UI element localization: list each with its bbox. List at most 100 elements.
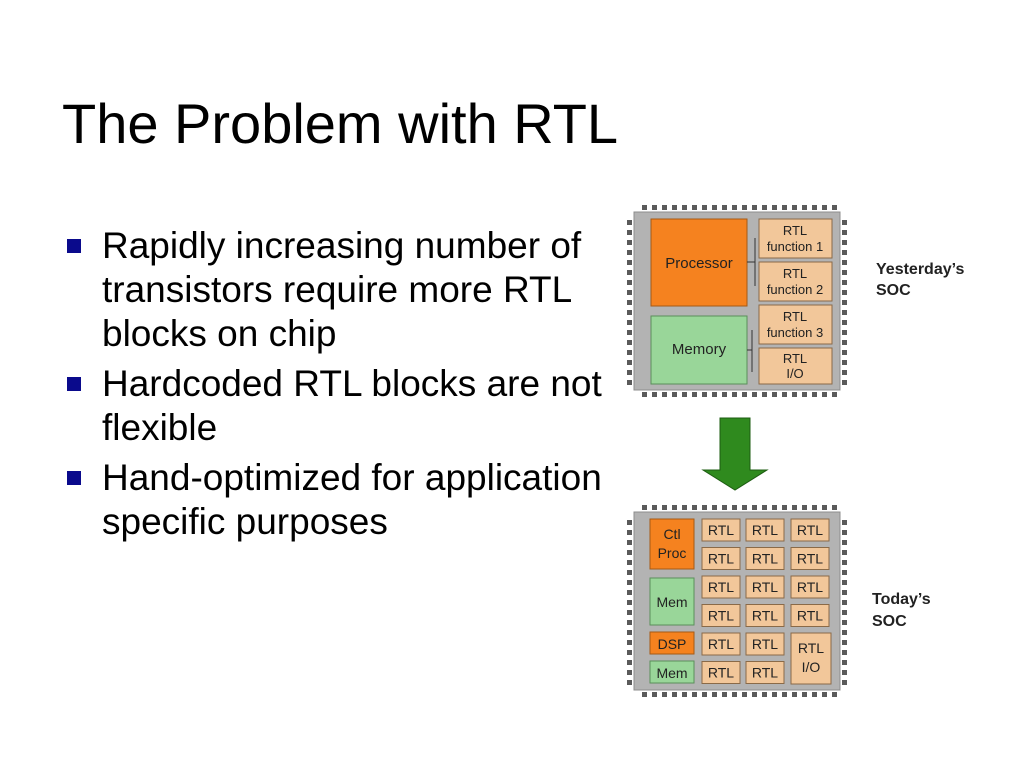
chip-pin [842, 620, 847, 625]
rtl-block [745, 518, 785, 542]
chip-pin [662, 505, 667, 510]
chip-pin [772, 692, 777, 697]
chip-pin [627, 600, 632, 605]
chip-pin [627, 540, 632, 545]
rtl-block [701, 547, 741, 570]
bullet-item: Hand-optimized for application specific … [62, 456, 612, 544]
bullet-item: Rapidly increasing number of transistors… [62, 224, 612, 356]
chip-pin [842, 640, 847, 645]
bullet-list: Rapidly increasing number of transistors… [62, 224, 612, 550]
chip-pin [822, 392, 827, 397]
chip-pin [752, 205, 757, 210]
bullet-text: Hand-optimized for application specific … [102, 457, 602, 542]
chip-pin [822, 205, 827, 210]
rtl-label: RTL [783, 309, 807, 324]
chip-pin [842, 290, 847, 295]
chip-pin [627, 610, 632, 615]
chip-pin [842, 550, 847, 555]
chip-pin [652, 392, 657, 397]
chip-pin [627, 580, 632, 585]
rtl-block [790, 547, 830, 570]
rtl-block [790, 518, 830, 542]
rtl-block-label: RTL [797, 608, 823, 624]
rtl-block-label: RTL [708, 551, 734, 567]
rtl-block [790, 604, 830, 627]
mem-label: Mem [656, 665, 687, 681]
today-soc-label: Today’s [872, 591, 931, 608]
chip-pin [812, 692, 817, 697]
chip-pin [692, 205, 697, 210]
chip-pin [842, 240, 847, 245]
chip-pin [842, 330, 847, 335]
chip-pin [627, 250, 632, 255]
ctl-label: Ctl [663, 526, 680, 542]
rtl-io-block [790, 632, 832, 685]
chip-pin [712, 205, 717, 210]
chip-pin [832, 505, 837, 510]
chip-pin [652, 505, 657, 510]
chip-pin [842, 310, 847, 315]
chip-pin [702, 392, 707, 397]
chip-pin [732, 205, 737, 210]
slide-title: The Problem with RTL [62, 92, 619, 155]
rtl-label: RTL [783, 351, 807, 366]
chip-pin [627, 560, 632, 565]
rtl-sublabel: function 1 [767, 239, 823, 254]
rtl-function-3-block [758, 304, 833, 345]
rtl-block [745, 547, 785, 570]
chip-pin [742, 692, 747, 697]
chip-pin [627, 330, 632, 335]
chip-pin [662, 392, 667, 397]
rtl-block [701, 632, 741, 656]
chip-pin [642, 205, 647, 210]
today-soc-label: SOC [872, 613, 907, 630]
rtl-block-label: RTL [752, 636, 778, 652]
chip-pin [842, 560, 847, 565]
down-arrow-icon [701, 417, 769, 491]
chip-pin [712, 692, 717, 697]
chip-pin [772, 205, 777, 210]
chip-pin [627, 380, 632, 385]
ctl-proc-block [649, 518, 695, 570]
chip-pin [842, 320, 847, 325]
chip-pin [682, 205, 687, 210]
processor-block [650, 218, 748, 307]
chip-pin [732, 505, 737, 510]
chip-pin [772, 505, 777, 510]
rtl-block-label: RTL [708, 579, 734, 595]
yesterday-soc-chip: Processor Memory RTL function 1 RTL func… [633, 211, 841, 391]
dsp-block [649, 631, 695, 655]
chip-pin [842, 230, 847, 235]
rtl-sublabel: I/O [802, 659, 821, 675]
chip-pin [627, 360, 632, 365]
chip-pin [627, 260, 632, 265]
mem-block [649, 577, 695, 626]
chip-pin [842, 360, 847, 365]
chip-pin [842, 570, 847, 575]
chip-pin [722, 205, 727, 210]
chip-pin [802, 692, 807, 697]
chip-pin [642, 692, 647, 697]
rtl-block-label: RTL [708, 608, 734, 624]
chip-pin [842, 520, 847, 525]
yesterday-soc-label: Yesterday’s [876, 261, 964, 278]
chip-pin [672, 392, 677, 397]
chip-pin [832, 692, 837, 697]
chip-pin [732, 692, 737, 697]
chip-pin [752, 692, 757, 697]
chip-pin [712, 392, 717, 397]
rtl-block-label: RTL [797, 551, 823, 567]
chip-pin [782, 392, 787, 397]
rtl-block-label: RTL [752, 665, 778, 681]
chip-pin [802, 505, 807, 510]
chip-pin [627, 550, 632, 555]
chip-pin [722, 505, 727, 510]
chip-pin [627, 370, 632, 375]
chip-pin [682, 505, 687, 510]
today-soc-chip: Ctl Proc Mem DSP Mem RTLRTLRTLRTLRTLRTLR… [633, 511, 841, 691]
chip-pin [702, 692, 707, 697]
chip-pin [842, 380, 847, 385]
chip-pin [822, 505, 827, 510]
rtl-sublabel: function 3 [767, 325, 823, 340]
